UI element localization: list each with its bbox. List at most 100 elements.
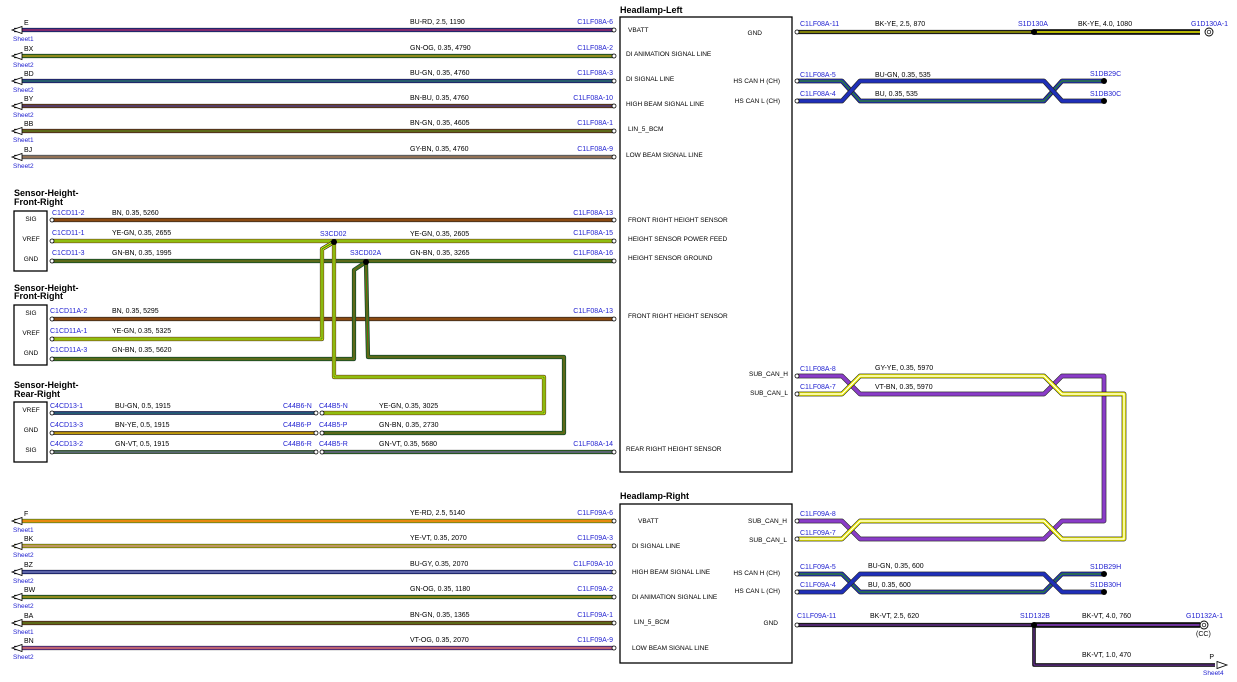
sensor-pin: VREF — [22, 407, 39, 414]
headlamp-right-pin: DI ANIMATION SIGNAL LINE — [632, 594, 718, 601]
pin-terminal-E — [611, 27, 617, 33]
inline-connector: C44B5-P — [319, 422, 348, 429]
off-page-arrow-BW — [10, 592, 23, 602]
wire-can-h-right-stripe — [797, 573, 1104, 593]
headlamp-left-pin: DI ANIMATION SIGNAL LINE — [626, 51, 712, 58]
splice-label: S1DB29C — [1090, 71, 1121, 78]
off-page-arrow-BK — [10, 541, 23, 551]
connector-BW: C1LF09A-2 — [577, 586, 613, 593]
wire-spec-BD: BU-GN, 0.35, 4760 — [410, 70, 470, 77]
sensor-connector: C1CD11-3 — [52, 250, 85, 257]
sensor-wire-spec: BU-GN, 0.5, 1915 — [115, 403, 171, 410]
wire-spec-BZ: BU-GY, 0.35, 2070 — [410, 561, 468, 568]
ground-tag: (CC) — [1196, 631, 1211, 638]
pin-terminal — [794, 29, 800, 35]
headlamp-connector: C1LF08A-15 — [573, 230, 613, 237]
sensor-box-2 — [13, 304, 48, 366]
connector-can-left: C1LF08A-5 — [800, 72, 836, 79]
headlamp-left-pin-right: HS CAN H (CH) — [733, 78, 780, 85]
pin-terminal-BX — [611, 53, 617, 59]
wire-spec-BX: GN-OG, 0.35, 4790 — [410, 45, 471, 52]
headlamp-right-box — [619, 503, 793, 664]
splice-label: S1DB30C — [1090, 91, 1121, 98]
inline-terminal — [313, 410, 319, 416]
headlamp-right-pin-right: HS CAN L (CH) — [735, 588, 780, 595]
wire-id-F: F — [24, 511, 28, 518]
headlamp-connector: C1LF08A-13 — [573, 308, 613, 315]
sheet-ref-BY: Sheet2 — [13, 112, 34, 119]
sensor-wire-spec: BN, 0.35, 5295 — [112, 308, 159, 315]
wire-id-BD: BD — [24, 71, 34, 78]
headlamp-left-pin: HEIGHT SENSOR GROUND — [628, 255, 713, 262]
wire-spec-BJ: GY-BN, 0.35, 4760 — [410, 146, 469, 153]
splice-dot — [1101, 98, 1107, 104]
sheet-ref-F: Sheet1 — [13, 527, 34, 534]
wire-spec-BK: YE-VT, 0.35, 2070 — [410, 535, 467, 542]
sensor-pin: SIG — [25, 447, 36, 454]
sheet-ref-BB: Sheet1 — [13, 137, 34, 144]
off-page-arrow-BZ — [10, 567, 23, 577]
connector-F: C1LF09A-6 — [577, 510, 613, 517]
connector-gnd-right: C1LF09A-11 — [797, 613, 836, 620]
off-page-arrow-BY — [10, 101, 23, 111]
sensor-title: Sensor-Height- — [14, 380, 79, 390]
wire-spec-BY: BN-BU, 0.35, 4760 — [410, 95, 469, 102]
off-page-arrow-BB — [10, 126, 23, 136]
splice-dot — [1031, 29, 1037, 35]
wire-sensor2-gnd-outline — [52, 260, 368, 362]
headlamp-left-pin: VBATT — [628, 27, 648, 34]
wire-spec-gnd-left: BK-YE, 4.0, 1080 — [1078, 21, 1132, 28]
wire-spec-gnd-right: BK-VT, 2.5, 620 — [870, 613, 919, 620]
connector-BD: C1LF08A-3 — [577, 70, 613, 77]
ground-symbol-inner — [1201, 622, 1207, 628]
headlamp-left-pin: HIGH BEAM SIGNAL LINE — [626, 101, 705, 108]
pin-terminal-BZ — [611, 569, 617, 575]
splice-label: S3CD02A — [350, 250, 381, 257]
pin-terminal-BN — [611, 645, 617, 651]
connector-BB: C1LF08A-1 — [577, 120, 613, 127]
sheet-ref-BN: Sheet2 — [13, 654, 34, 661]
inline-connector: C44B5-N — [319, 403, 348, 410]
connector-BN: C1LF09A-9 — [577, 637, 613, 644]
connector-sub-can: C1LF09A-7 — [800, 530, 836, 537]
headlamp-left-pin: REAR RIGHT HEIGHT SENSOR — [626, 446, 722, 453]
connector-BK: C1LF09A-3 — [577, 535, 613, 542]
headlamp-right-pin-right: HS CAN H (CH) — [733, 570, 780, 577]
sensor-title: Rear-Right — [14, 389, 60, 399]
wire-id-BW: BW — [24, 587, 36, 594]
sensor-terminal — [49, 217, 55, 223]
headlamp-right-pin: HIGH BEAM SIGNAL LINE — [632, 569, 711, 576]
splice-label: S3CD02 — [320, 231, 347, 238]
wire-spec-BB: BN-GN, 0.35, 4605 — [410, 120, 470, 127]
wire-spec-sub-can: VT-BN, 0.35, 5970 — [875, 384, 933, 391]
pin-terminal — [794, 98, 800, 104]
splice-label: S1DB29H — [1090, 564, 1121, 571]
sensor-connector: C1CD11-1 — [52, 230, 85, 237]
wire-id-BN: BN — [24, 638, 34, 645]
sensor-pin: GND — [24, 256, 39, 263]
wire-spec-gnd-left: BK-YE, 2.5, 870 — [875, 21, 925, 28]
pin-terminal — [794, 373, 800, 379]
sensor-terminal — [49, 336, 55, 342]
sheet-ref-p: Sheet4 — [1203, 670, 1224, 677]
headlamp-left-pin: HEIGHT SENSOR POWER FEED — [628, 236, 728, 243]
ground-symbol — [1199, 620, 1209, 630]
ground-symbol — [1204, 27, 1214, 37]
inline-terminal — [313, 449, 319, 455]
inline-terminal — [313, 430, 319, 436]
sheet-ref-BD: Sheet2 — [13, 87, 34, 94]
headlamp-right-pin-right: SUB_CAN_L — [749, 537, 787, 544]
pin-terminal — [794, 78, 800, 84]
sensor-pin: GND — [24, 427, 39, 434]
sensor-pin: SIG — [25, 216, 36, 223]
sensor-wire-spec: YE-GN, 0.35, 2605 — [410, 231, 469, 238]
wire-sensor2-vref-stripe — [52, 241, 335, 340]
connector-E: C1LF08A-6 — [577, 19, 613, 26]
wire-spec-can-left: BU, 0.35, 535 — [875, 91, 918, 98]
off-page-arrow-BJ — [10, 152, 23, 162]
pin-terminal-BY — [611, 103, 617, 109]
connector-gnd-left: C1LF08A-11 — [800, 21, 839, 28]
inline-connector: C44B6-R — [283, 441, 312, 448]
wire-id-p: P — [1209, 654, 1214, 661]
